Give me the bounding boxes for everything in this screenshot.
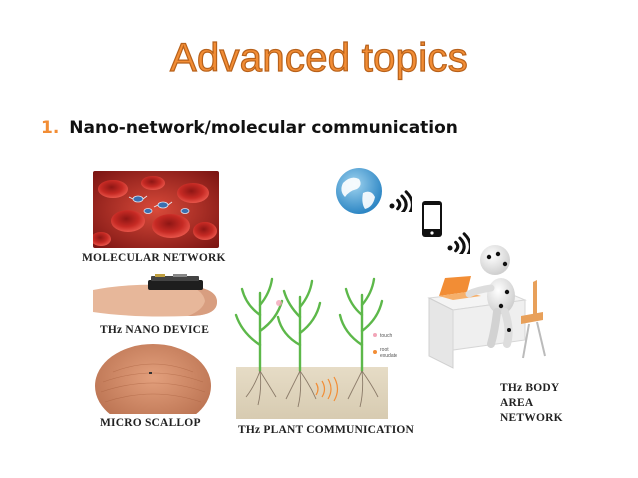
plant-communication-image: touch root exudates [232, 275, 397, 421]
body-area-caption-line2: AREA [500, 397, 534, 409]
wifi-signal-icon [389, 190, 412, 212]
micro-scallop-caption: MICRO SCALLOP [100, 417, 201, 429]
molecular-network-image [93, 171, 219, 248]
bullet-item: 1. Nano-network/molecular communication [41, 118, 458, 138]
legend-touch: touch [380, 333, 392, 339]
body-area-caption-line3: NETWORK [500, 412, 563, 424]
body-area-network-image [427, 245, 546, 369]
bullet-text: Nano-network/molecular communication [69, 118, 458, 138]
bullet-number: 1. [41, 118, 60, 138]
body-area-caption-line1: THz BODY [500, 382, 560, 394]
smartphone-icon [422, 201, 442, 237]
body-area-network-caption: THz BODY AREA NETWORK [500, 381, 563, 426]
wifi-signal-icon-2 [447, 232, 470, 254]
legend-root-line2: exudates [380, 353, 397, 359]
slide-title: Advanced topics [169, 35, 468, 80]
nano-device-caption: THz NANO DEVICE [100, 324, 210, 336]
molecular-network-caption: MOLECULAR NETWORK [82, 252, 226, 264]
nano-device-image [93, 270, 221, 322]
micro-scallop-image [93, 342, 213, 414]
globe-icon [336, 168, 382, 214]
legend-root-line1: root [380, 347, 389, 353]
plant-communication-caption: THz PLANT COMMUNICATION [238, 424, 415, 436]
